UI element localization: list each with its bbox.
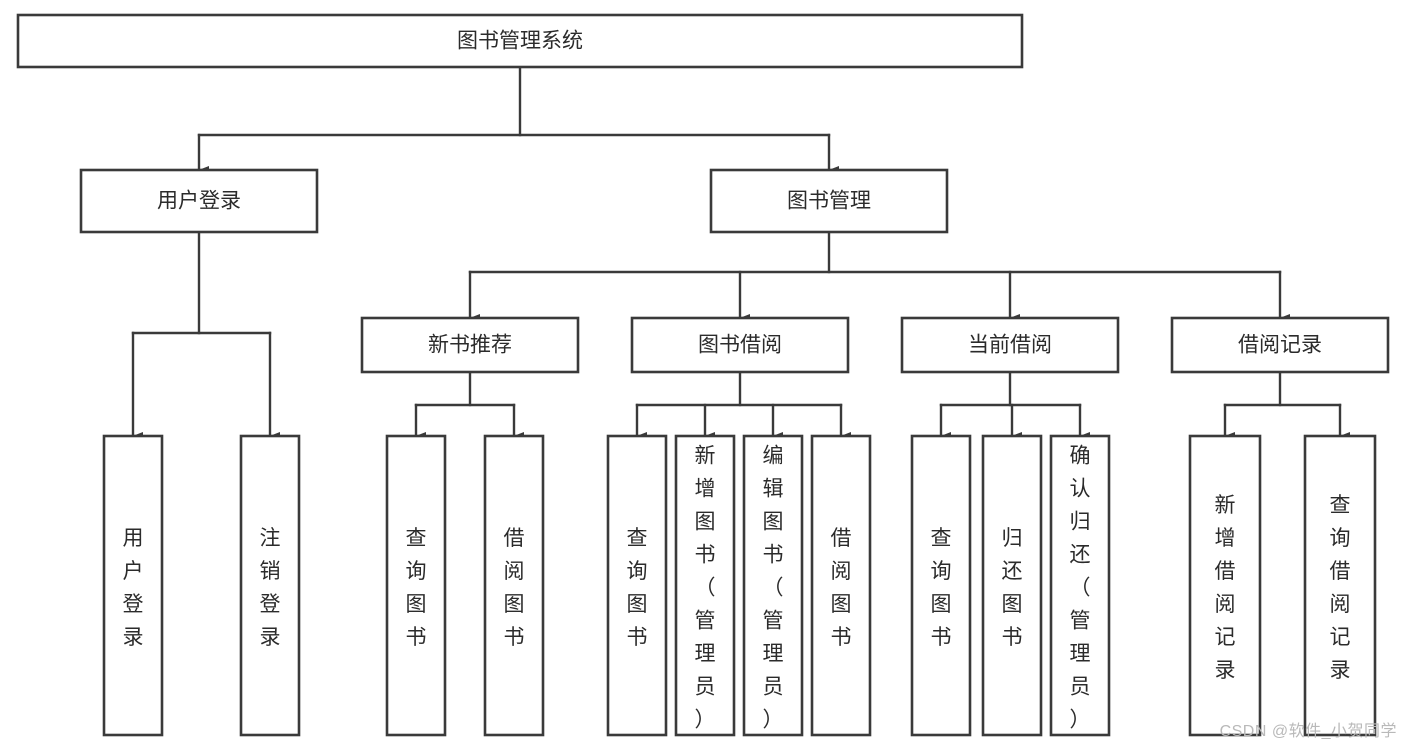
node-current-borrow[interactable]: 当前借阅 <box>900 316 1120 374</box>
node-box <box>742 434 804 737</box>
node-box <box>385 434 447 737</box>
node-leaf-confirm-return[interactable]: 确认归还（管理员） <box>1049 434 1111 737</box>
node-leaf-query-book-3[interactable]: 查询图书 <box>910 434 972 737</box>
node-box <box>1170 316 1390 374</box>
node-leaf-user-login[interactable]: 用户登录 <box>102 434 164 737</box>
node-label: 新书推荐 <box>428 334 512 357</box>
node-box <box>79 168 319 234</box>
node-label: 注销登录 <box>260 527 281 649</box>
node-box <box>239 434 301 737</box>
node-leaf-query-book-1[interactable]: 查询图书 <box>385 434 447 737</box>
node-box <box>102 434 164 737</box>
node-book-manage[interactable]: 图书管理 <box>709 168 949 234</box>
node-label: 查询图书 <box>931 527 952 649</box>
node-new-book-rec[interactable]: 新书推荐 <box>360 316 580 374</box>
node-label: 借阅记录 <box>1238 334 1322 357</box>
node-leaf-edit-book[interactable]: 编辑图书（管理员） <box>742 434 804 737</box>
node-label: 编辑图书（管理员） <box>763 445 784 732</box>
node-box <box>900 316 1120 374</box>
node-box <box>1188 434 1262 737</box>
node-user-login[interactable]: 用户登录 <box>79 168 319 234</box>
node-leaf-borrow-book-2[interactable]: 借阅图书 <box>810 434 872 737</box>
node-label: 图书管理 <box>787 190 871 213</box>
node-label: 借阅图书 <box>831 527 852 649</box>
connector-layer <box>131 65 1351 441</box>
node-box <box>1049 434 1111 737</box>
node-box <box>810 434 872 737</box>
node-book-borrow[interactable]: 图书借阅 <box>630 316 850 374</box>
node-leaf-query-book-2[interactable]: 查询图书 <box>606 434 668 737</box>
node-label: 确认归还（管理员） <box>1070 445 1091 732</box>
node-label: 图书借阅 <box>698 334 782 357</box>
node-box <box>1303 434 1377 737</box>
node-box <box>630 316 850 374</box>
node-label: 图书管理系统 <box>457 30 583 53</box>
node-leaf-add-book[interactable]: 新增图书（管理员） <box>674 434 736 737</box>
node-label: 借阅图书 <box>504 527 525 649</box>
node-label: 新增借阅记录 <box>1215 494 1236 682</box>
node-box <box>910 434 972 737</box>
node-borrow-record[interactable]: 借阅记录 <box>1170 316 1390 374</box>
node-box <box>360 316 580 374</box>
node-label: 归还图书 <box>1002 527 1023 649</box>
node-layer: 图书管理系统用户登录图书管理新书推荐图书借阅当前借阅借阅记录用户登录注销登录查询… <box>16 13 1390 737</box>
node-label: 查询借阅记录 <box>1330 494 1351 682</box>
node-leaf-borrow-book-1[interactable]: 借阅图书 <box>483 434 545 737</box>
node-box <box>709 168 949 234</box>
node-label: 新增图书（管理员） <box>695 445 716 732</box>
node-box <box>674 434 736 737</box>
node-label: 当前借阅 <box>968 334 1052 357</box>
node-label: 查询图书 <box>406 527 427 649</box>
node-label: 用户登录 <box>123 527 144 649</box>
node-leaf-query-record[interactable]: 查询借阅记录 <box>1303 434 1377 737</box>
node-leaf-logout[interactable]: 注销登录 <box>239 434 301 737</box>
node-leaf-add-record[interactable]: 新增借阅记录 <box>1188 434 1262 737</box>
node-root[interactable]: 图书管理系统 <box>16 13 1024 69</box>
watermark-text: CSDN @软件_小贺同学 <box>1219 723 1397 740</box>
node-box <box>16 13 1024 69</box>
node-leaf-return-book[interactable]: 归还图书 <box>981 434 1043 737</box>
node-box <box>483 434 545 737</box>
node-box <box>606 434 668 737</box>
node-label: 用户登录 <box>157 190 241 213</box>
node-box <box>981 434 1043 737</box>
node-label: 查询图书 <box>627 527 648 649</box>
